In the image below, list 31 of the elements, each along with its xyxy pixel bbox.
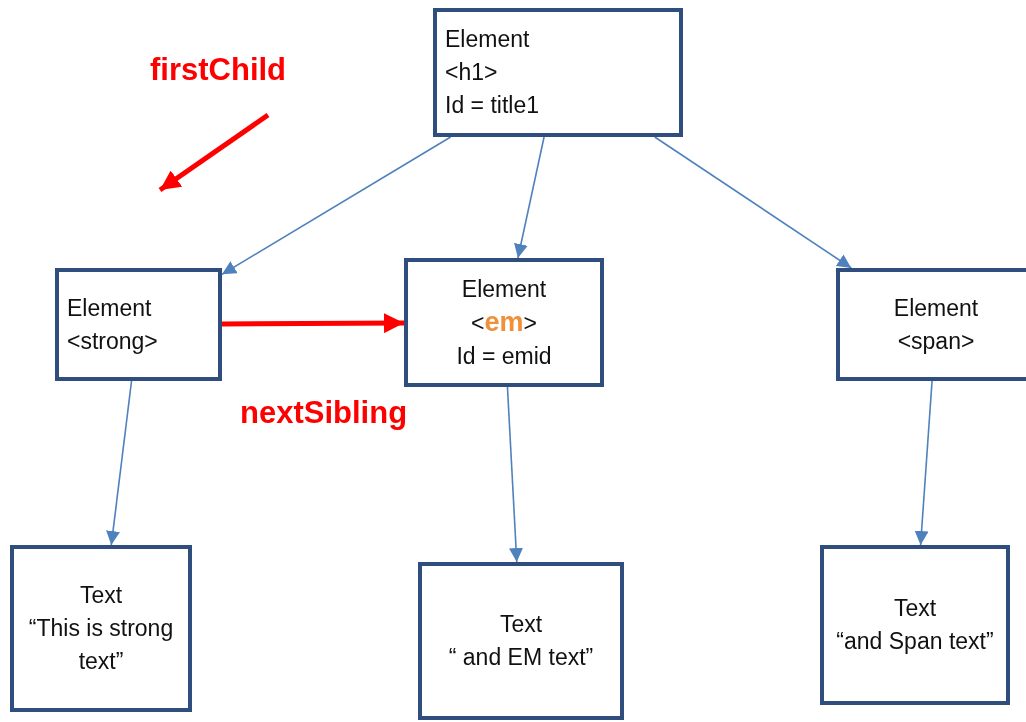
text-node-box [418, 562, 624, 720]
element-node-box [836, 268, 1026, 381]
element-node-box [404, 258, 604, 387]
node-type-label: Text [79, 581, 123, 610]
arrow [653, 136, 853, 269]
arrow [222, 313, 404, 334]
node-text: Id = emid [456, 341, 552, 371]
text-node-box [820, 545, 1010, 705]
node-text: <strong> [67, 326, 158, 356]
element-node-box [55, 268, 222, 381]
text-node-box [10, 545, 192, 712]
node-type-label: Element [893, 293, 979, 323]
node-text: “ and EM text” [448, 643, 594, 672]
arrow [914, 380, 933, 546]
element-node-box [433, 8, 683, 137]
node-type-label: Text [893, 594, 937, 623]
node-text: Id = title1 [445, 91, 539, 120]
arrow [221, 136, 452, 276]
arrow [514, 136, 545, 259]
node-text: <h1> [445, 58, 498, 87]
node-type-label: Element [445, 25, 530, 54]
arrow [106, 380, 133, 546]
node-type-label: Element [461, 274, 547, 304]
node-text: “This is strong text” [27, 614, 175, 676]
pointer-label: firstChild [150, 52, 287, 88]
node-text: “and Span text” [836, 627, 994, 656]
node-type-label: Text [499, 610, 543, 639]
node-text: <em> [471, 305, 537, 339]
node-type-label: Element [67, 293, 152, 323]
arrow [506, 386, 524, 563]
node-text: <span> [897, 326, 975, 356]
